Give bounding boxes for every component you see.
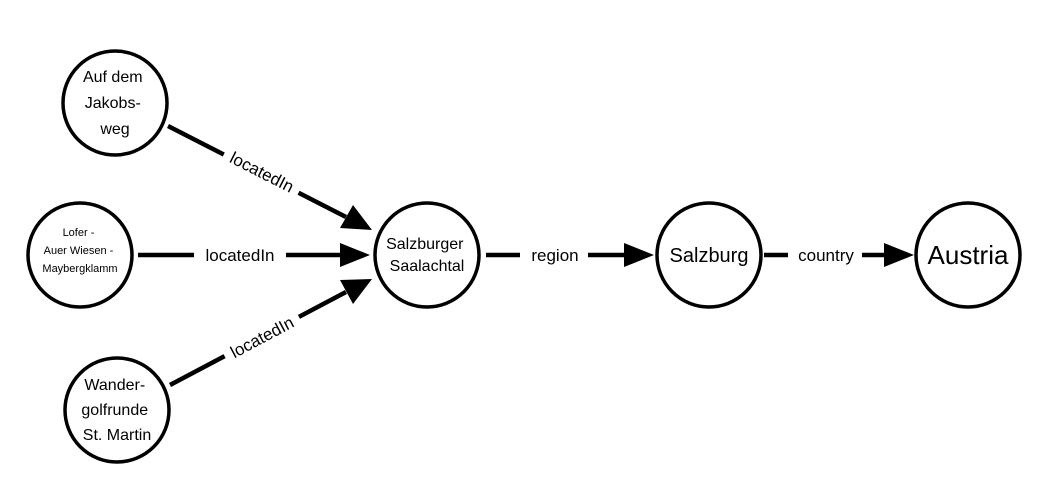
- node-wandergolf: Wander- golfrunde St. Martin: [63, 356, 171, 464]
- edge-saalachtal-salzburg: region: [486, 241, 654, 267]
- edge-lofer-saalachtal: locatedIn: [138, 241, 370, 267]
- edge-label-saalachtal-salzburg: region: [531, 246, 578, 265]
- edge-salzburg-austria: country: [764, 241, 914, 267]
- edge-jakobsweg-saalachtal: locatedIn: [166, 123, 372, 230]
- node-salzburg: Salzburg: [655, 201, 763, 309]
- node-wandergolf-line-2: golfrunde: [81, 402, 148, 419]
- node-jakobsweg-line-3: weg: [99, 121, 129, 138]
- svg-text:Lofer - Auer Wiesen -: Lofer - Auer Wiesen - Maybergklamm: [42, 227, 117, 275]
- node-jakobsweg-line-2: Jakobs-: [85, 95, 141, 112]
- arrow-head: [340, 205, 372, 230]
- node-lofer: Lofer - Auer Wiesen - Maybergklamm: [26, 201, 134, 309]
- svg-text:Wander- golfrunde: Wander- golfrunde St. Martin: [81, 377, 152, 444]
- edge-label-lofer-saalachtal: locatedIn: [206, 246, 275, 265]
- svg-text:Auf dem Jakobs- we: Auf dem Jakobs- weg: [83, 69, 147, 138]
- edge-label-salzburg-austria: country: [798, 246, 854, 265]
- node-lofer-line-3: Maybergklamm: [42, 263, 117, 275]
- node-wandergolf-line-1: Wander-: [84, 377, 145, 394]
- arrow-head: [340, 279, 372, 304]
- node-jakobsweg-line-1: Auf dem: [83, 69, 143, 86]
- node-salzburg-label: Salzburg: [670, 245, 749, 267]
- node-saalachtal-line-2: Saalachtal: [390, 258, 465, 275]
- node-jakobsweg: Auf dem Jakobs- weg: [61, 49, 169, 157]
- node-lofer-line-1: Lofer -: [63, 227, 95, 239]
- node-saalachtal-line-1: Salzburger: [386, 236, 464, 253]
- node-lofer-line-2: Auer Wiesen -: [44, 245, 114, 257]
- arrow-head: [340, 243, 370, 267]
- svg-text:Salzburger Saalachtal: Salzburger Saalachtal: [386, 236, 468, 275]
- node-austria: Austria: [914, 201, 1022, 309]
- arrow-head: [884, 243, 914, 267]
- node-saalachtal: Salzburger Saalachtal: [373, 201, 481, 309]
- edge-wandergolf-saalachtal: locatedIn: [168, 279, 372, 387]
- node-austria-label: Austria: [928, 240, 1009, 270]
- arrow-head: [624, 243, 654, 267]
- node-wandergolf-line-3: St. Martin: [83, 427, 151, 444]
